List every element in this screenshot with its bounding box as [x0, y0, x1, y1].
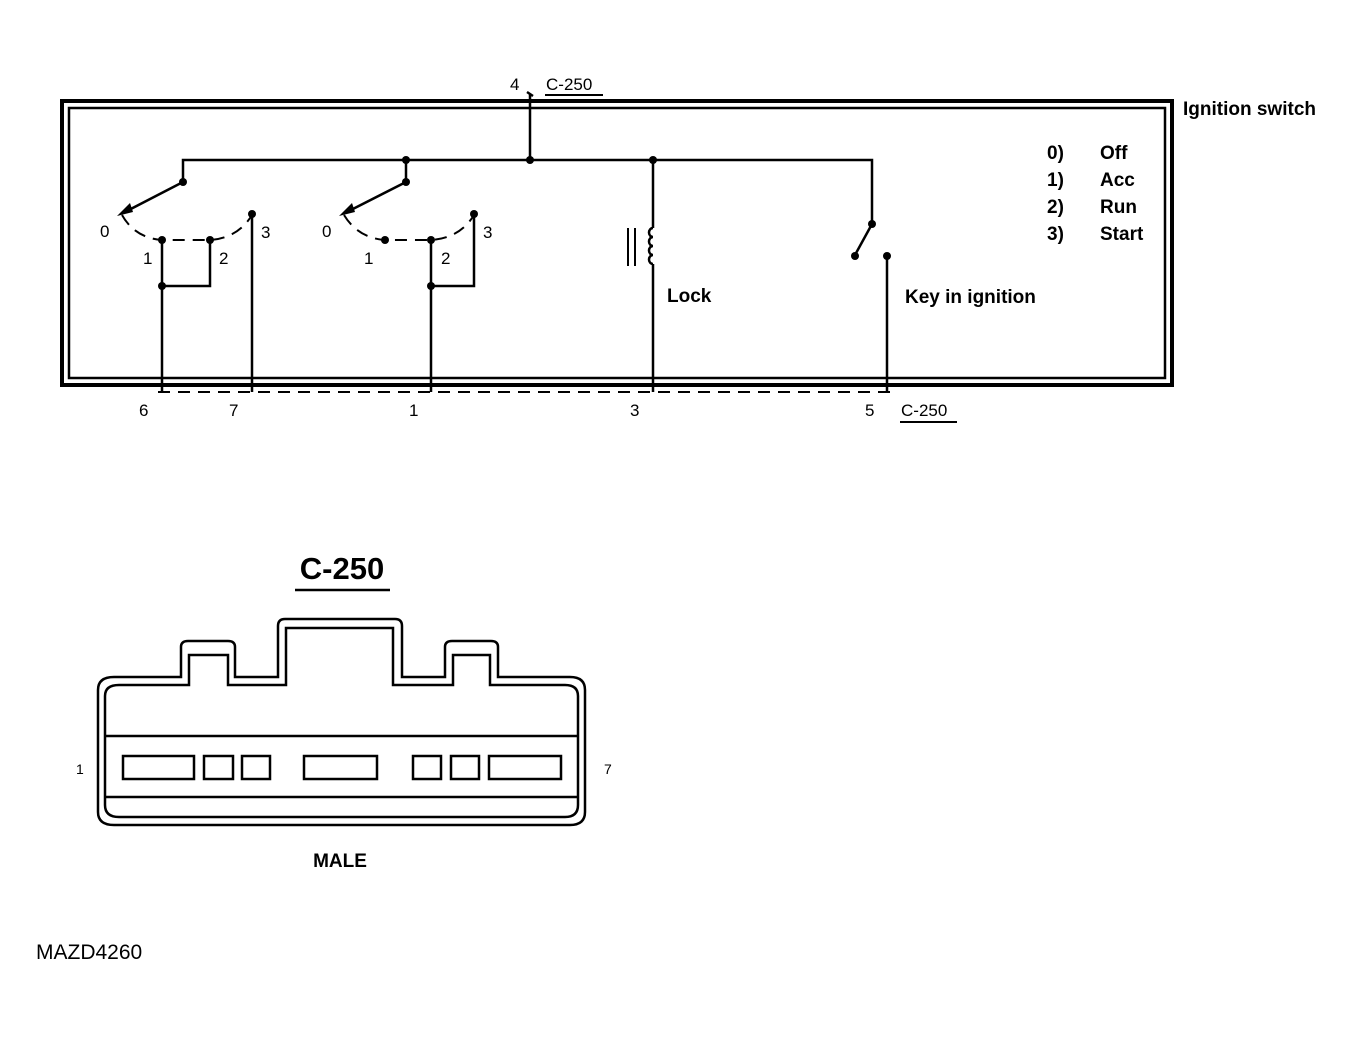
- bottom-connector-label: C-250: [901, 401, 947, 420]
- lock-coil-icon: [647, 226, 654, 266]
- wafer-2-pos-0: 0: [322, 222, 331, 241]
- wafer-2-pos-3: 3: [483, 223, 492, 242]
- legend-label-3: Start: [1100, 224, 1144, 245]
- bottom-pin-5: 5: [865, 401, 874, 420]
- bottom-pin-7: 7: [229, 401, 238, 420]
- switch-housing-outer: [60, 99, 1174, 387]
- common-bus-wire: [181, 158, 874, 222]
- wafer-1-contact-arc: [121, 214, 253, 241]
- legend-code-0: 0): [1047, 143, 1064, 164]
- connector-c250-face: C-250 1 7 MALE: [76, 551, 612, 872]
- top-pin-label: 4: [510, 75, 519, 94]
- wafer-2-contact-arm: [344, 180, 407, 215]
- position-legend: 0) Off 1) Acc 2) Run 3) Start: [1047, 143, 1144, 245]
- connector-outline-inner: [103, 626, 580, 819]
- wafer-2: 0 1 2 3: [322, 178, 492, 392]
- bottom-pin-1: 1: [409, 401, 418, 420]
- wafer-1-pos-1: 1: [143, 249, 152, 268]
- wafer-2-arrow-icon: [339, 203, 355, 216]
- terminal-slot: [121, 754, 196, 781]
- terminal-slot: [449, 754, 481, 781]
- wafer-1-pos-3: 3: [261, 223, 270, 242]
- key-in-ignition-label: Key in ignition: [905, 287, 1036, 308]
- terminal-slot: [411, 754, 443, 781]
- bottom-pin-6: 6: [139, 401, 148, 420]
- connector-gender-label: MALE: [313, 851, 367, 872]
- wafer-2-pos-1: 1: [364, 249, 373, 268]
- terminal-slot: [202, 754, 235, 781]
- key-switch-arm: [853, 223, 874, 256]
- key-in-ignition-switch: Key in ignition: [851, 220, 1036, 392]
- diagram-title: Ignition switch: [1183, 99, 1316, 120]
- bottom-pin-3: 3: [630, 401, 639, 420]
- switch-housing-inner: [67, 106, 1167, 380]
- legend-code-2: 2): [1047, 197, 1064, 218]
- figure-id: MAZD4260: [36, 941, 142, 964]
- legend-code-1: 1): [1047, 170, 1064, 191]
- connector-title: C-250: [300, 551, 384, 586]
- wafer-2-contact-arc: [343, 214, 475, 241]
- legend-label-1: Acc: [1100, 170, 1135, 191]
- wafer-1: 0 1 2 3: [100, 178, 270, 392]
- lock-solenoid: Lock: [627, 160, 712, 392]
- legend-label-2: Run: [1100, 197, 1137, 218]
- connector-outline-outer: [96, 617, 587, 827]
- legend-label-0: Off: [1100, 143, 1128, 164]
- connector-left-pin: 1: [76, 761, 84, 777]
- wafer-1-pos-2: 2: [219, 249, 228, 268]
- connector-right-pin: 7: [604, 761, 612, 777]
- wafer-1-pos-0: 0: [100, 222, 109, 241]
- wafer-1-contact-arm: [122, 180, 184, 215]
- lock-label: Lock: [667, 286, 712, 307]
- wafer-1-arrow-icon: [117, 203, 133, 216]
- top-connector-label: C-250: [546, 75, 592, 94]
- wafer-2-pos-2: 2: [441, 249, 450, 268]
- terminal-slot: [487, 754, 563, 781]
- terminal-slot: [302, 754, 379, 781]
- legend-code-3: 3): [1047, 224, 1064, 245]
- terminal-slot: [240, 754, 272, 781]
